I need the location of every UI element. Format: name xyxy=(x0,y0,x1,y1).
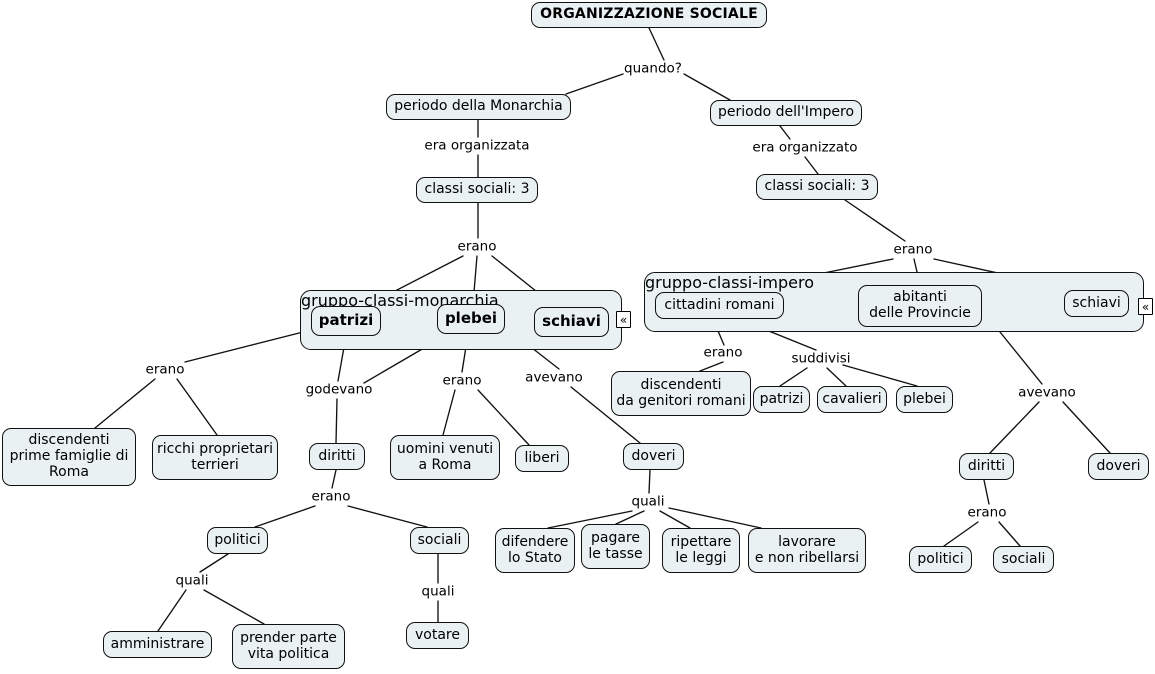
node-schiavi-impero[interactable]: schiavi xyxy=(1064,290,1129,317)
edge-erano-diritti-plebei-to-politici-plebei xyxy=(254,505,316,528)
node-patrizi-impero[interactable]: patrizi xyxy=(753,386,810,413)
link-label-erano-patrizi[interactable]: erano xyxy=(145,361,185,378)
link-label-era-organizzato[interactable]: era organizzato xyxy=(752,139,858,156)
edge-erano-plebei-to-uomini-venuti-roma xyxy=(442,389,456,436)
edge-gruppo-classi-impero-to-avevano-cittadini xyxy=(999,331,1043,385)
node-classi-sociali-impero[interactable]: classi sociali: 3 xyxy=(756,174,878,200)
edge-erano-diritti-cittadini-to-politici-cittadini xyxy=(943,521,979,547)
node-classi-sociali-monarchia[interactable]: classi sociali: 3 xyxy=(416,177,538,203)
node-periodo-impero[interactable]: periodo dell'Impero xyxy=(710,100,862,126)
node-votare[interactable]: votare xyxy=(406,622,469,649)
node-sociali-cittadini[interactable]: sociali xyxy=(993,546,1054,573)
node-amministrare[interactable]: amministrare xyxy=(103,631,212,658)
edge-avevano-cittadini-to-doveri-cittadini xyxy=(1062,401,1111,454)
node-patrizi-monarchia[interactable]: patrizi xyxy=(311,306,381,336)
node-liberi[interactable]: liberi xyxy=(515,445,569,472)
link-label-erano-plebei[interactable]: erano xyxy=(442,372,482,389)
link-label-quali-politici[interactable]: quali xyxy=(175,572,209,589)
edge-politici-plebei-to-quali-politici xyxy=(199,553,229,573)
edge-suddivisi-to-patrizi-impero xyxy=(779,367,808,387)
edge-erano-patrizi-to-discendenti-prime-famiglie xyxy=(94,378,156,429)
edge-erano-diritti-plebei-to-sociali-plebei xyxy=(347,505,428,528)
edge-erano-diritti-cittadini-to-sociali-cittadini xyxy=(998,521,1021,547)
node-cittadini-romani[interactable]: cittadini romani xyxy=(655,292,784,319)
node-lavorare-non-ribellarsi[interactable]: lavorare e non ribellarsi xyxy=(748,528,866,573)
edge-quando-to-periodo-impero xyxy=(683,73,731,101)
edge-organizzazione-sociale-to-quando xyxy=(648,27,665,61)
edge-quando-to-periodo-monarchia xyxy=(565,73,624,95)
link-label-avevano-cittadini[interactable]: avevano xyxy=(1018,384,1076,401)
link-label-quando[interactable]: quando? xyxy=(624,60,682,77)
node-pagare-tasse[interactable]: pagare le tasse xyxy=(581,524,650,569)
node-plebei-impero[interactable]: plebei xyxy=(896,386,953,413)
node-abitanti-provincie[interactable]: abitanti delle Provincie xyxy=(858,285,982,327)
edge-quali-doveri-to-pagare-tasse xyxy=(615,510,645,525)
node-schiavi-monarchia[interactable]: schiavi xyxy=(534,307,609,337)
edge-avevano-cittadini-to-diritti-cittadini xyxy=(989,401,1040,454)
collapse-chevrons-icon-collapse-monarchia[interactable]: « xyxy=(616,311,631,328)
node-doveri-plebei[interactable]: doveri xyxy=(623,443,684,470)
link-label-suddivisi[interactable]: suddivisi xyxy=(791,350,851,367)
link-label-era-organizzata[interactable]: era organizzata xyxy=(424,137,530,154)
node-discendenti-genitori-romani[interactable]: discendenti da genitori romani xyxy=(611,371,751,416)
edge-classi-sociali-impero-to-erano-impero xyxy=(844,199,906,242)
node-discendenti-prime-famiglie[interactable]: discendenti prime famiglie di Roma xyxy=(2,428,136,486)
node-ricchi-proprietari[interactable]: ricchi proprietari terrieri xyxy=(152,435,278,480)
node-organizzazione-sociale[interactable]: ORGANIZZAZIONE SOCIALE xyxy=(531,2,767,28)
node-politici-plebei[interactable]: politici xyxy=(207,527,268,554)
node-uomini-venuti-roma[interactable]: uomini venuti a Roma xyxy=(390,435,500,480)
edge-quali-politici-to-amministrare xyxy=(157,589,187,632)
node-cavalieri[interactable]: cavalieri xyxy=(817,386,887,413)
node-difendere-stato[interactable]: difendere lo Stato xyxy=(495,528,575,573)
node-sociali-plebei[interactable]: sociali xyxy=(410,527,469,554)
node-prender-parte-vita-politica[interactable]: prender parte vita politica xyxy=(232,624,345,669)
edge-godevano-to-diritti-plebei xyxy=(335,398,338,444)
edge-diritti-plebei-to-erano-diritti-plebei xyxy=(331,469,337,489)
link-label-erano-diritti-cittadini[interactable]: erano xyxy=(967,504,1007,521)
node-doveri-cittadini[interactable]: doveri xyxy=(1088,453,1149,480)
node-ripettare-leggi[interactable]: ripettare le leggi xyxy=(662,528,740,573)
edge-quali-politici-to-prender-parte-vita-politica xyxy=(203,589,265,625)
edge-suddivisi-to-cavalieri xyxy=(826,367,847,387)
node-politici-cittadini[interactable]: politici xyxy=(909,546,972,573)
edge-diritti-cittadini-to-erano-diritti-cittadini xyxy=(983,479,990,505)
edge-periodo-impero-to-era-organizzato xyxy=(779,125,791,140)
node-plebei-monarchia[interactable]: plebei xyxy=(437,304,505,334)
node-periodo-monarchia[interactable]: periodo della Monarchia xyxy=(386,94,571,120)
link-label-quali-sociali[interactable]: quali xyxy=(421,583,455,600)
edge-quali-doveri-to-lavorare-non-ribellarsi xyxy=(668,507,762,529)
edge-patrizi-monarchia-to-erano-patrizi xyxy=(184,329,312,363)
edge-doveri-plebei-to-quali-doveri xyxy=(648,469,651,494)
edge-erano-cittadini-to-discendenti-genitori-romani xyxy=(699,361,724,372)
link-label-erano-impero[interactable]: erano xyxy=(893,241,933,258)
edge-suddivisi-to-plebei-impero xyxy=(842,364,918,387)
collapse-chevrons-icon-collapse-impero[interactable]: « xyxy=(1138,298,1153,315)
link-label-godevano[interactable]: godevano xyxy=(305,381,373,398)
node-diritti-plebei[interactable]: diritti xyxy=(309,443,365,470)
node-diritti-cittadini[interactable]: diritti xyxy=(959,453,1014,480)
edge-quali-doveri-to-ripettare-leggi xyxy=(659,510,691,529)
link-label-erano-cittadini[interactable]: erano xyxy=(703,344,743,361)
link-label-avevano-plebei[interactable]: avevano xyxy=(525,369,583,386)
link-label-quali-doveri[interactable]: quali xyxy=(631,493,665,510)
link-label-erano-monarchia[interactable]: erano xyxy=(457,238,497,255)
link-label-erano-diritti-plebei[interactable]: erano xyxy=(311,488,351,505)
edge-erano-patrizi-to-ricchi-proprietari xyxy=(176,378,218,436)
edge-era-organizzato-to-classi-sociali-impero xyxy=(804,156,819,175)
